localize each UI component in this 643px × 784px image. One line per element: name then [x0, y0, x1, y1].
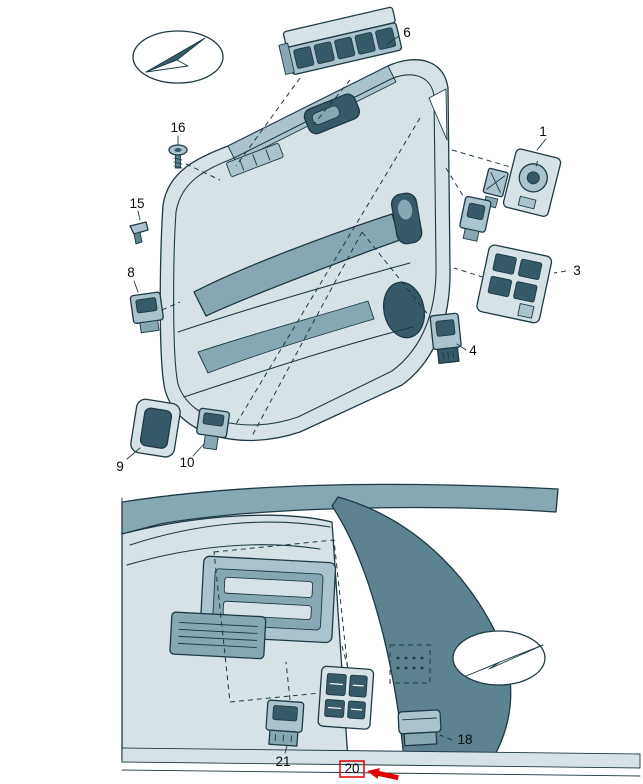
callout-6[interactable]: 6 [403, 25, 411, 40]
part-3-window-switch-block[interactable] [476, 244, 553, 324]
callout-20[interactable]: 20 [344, 761, 359, 776]
part-16-fastener[interactable] [168, 144, 188, 169]
rear-quarter-illustration [121, 483, 641, 777]
direction-arrow-icon-bottom [452, 630, 546, 686]
assembly-guide-lines-top [161, 77, 515, 437]
part-6-switch-strip[interactable] [276, 6, 403, 77]
door-panel-illustration [159, 59, 451, 442]
callouts-bottom: 21 20 18 [275, 732, 473, 781]
callout-21[interactable]: 21 [275, 754, 290, 769]
red-arrow-icon [367, 768, 399, 781]
part-20-switch-pack[interactable] [317, 665, 375, 730]
callout-9[interactable]: 9 [116, 459, 124, 474]
assembly-guide-lines-bottom [213, 539, 431, 703]
sill-switch-plate [226, 143, 284, 177]
door-pull-cup [390, 192, 423, 245]
part-9-bezel[interactable] [130, 398, 182, 458]
part-1-mirror-switch[interactable] [480, 148, 562, 217]
part-21-switch[interactable] [265, 699, 305, 747]
highlight-box [339, 760, 365, 778]
part-8-switch[interactable] [129, 291, 165, 334]
parcel-shelf [121, 483, 559, 535]
part-switch-small[interactable] [457, 195, 492, 242]
direction-arrow-icon-top [132, 30, 224, 84]
part-15-clip[interactable] [129, 221, 149, 245]
window-corner-trim [428, 88, 448, 141]
callout-10[interactable]: 10 [179, 455, 194, 470]
callout-8[interactable]: 8 [127, 265, 135, 280]
callouts-top: 6 16 15 8 9 10 1 3 4 [116, 25, 581, 474]
pillar-trim [331, 496, 512, 761]
part-18-blank-switch[interactable] [397, 709, 442, 747]
air-vent-grille [169, 611, 267, 660]
callout-1[interactable]: 1 [539, 124, 547, 139]
speaker [382, 281, 426, 339]
floor-sill [121, 747, 641, 769]
map-pocket [197, 300, 375, 374]
part-4-switch[interactable] [429, 312, 463, 364]
door-handle-recess [303, 93, 361, 135]
callout-16[interactable]: 16 [170, 120, 185, 135]
callout-4[interactable]: 4 [469, 343, 477, 358]
callout-3[interactable]: 3 [573, 263, 581, 278]
callout-15[interactable]: 15 [129, 196, 144, 211]
part-10-switch[interactable] [195, 407, 230, 451]
callout-18[interactable]: 18 [457, 732, 472, 747]
